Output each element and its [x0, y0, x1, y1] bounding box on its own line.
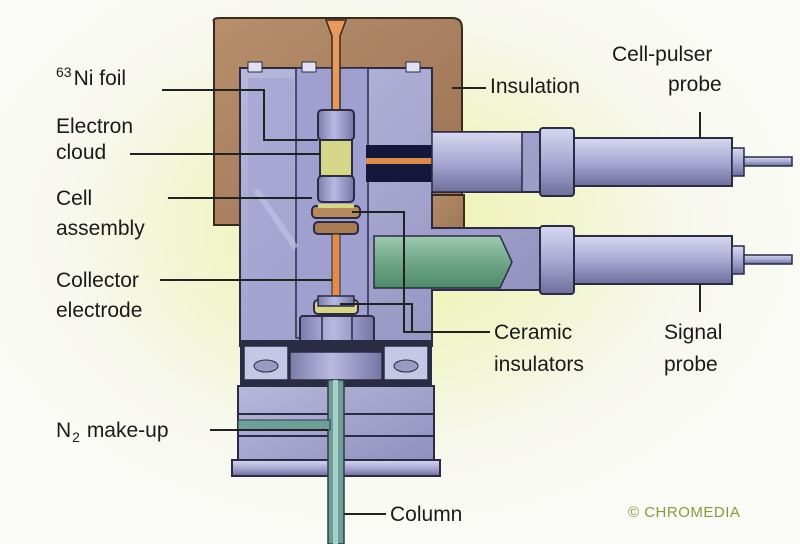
- label-signal-1: Signal: [664, 321, 723, 344]
- label-electron-cloud-2: cloud: [56, 141, 107, 164]
- label-cell-pulser-2: probe: [668, 73, 722, 96]
- label-ceramic-1: Ceramic: [494, 321, 573, 344]
- cell-pulser-probe-fitting: [539, 127, 575, 197]
- ni-foil-text: Ni foil: [73, 67, 127, 90]
- label-ni-foil: 63Ni foil: [56, 64, 127, 93]
- label-ceramic-2: insulators: [494, 353, 584, 376]
- label-collector-2: electrode: [56, 299, 143, 322]
- label-cell-pulser-1: Cell-pulser: [612, 43, 713, 66]
- label-cell-assembly-2: assembly: [56, 217, 145, 240]
- n2-subscript: 2: [72, 429, 80, 445]
- leader-lines: [130, 87, 701, 515]
- label-insulation: Insulation: [490, 75, 580, 98]
- n2-makeup-text: make-up: [86, 419, 169, 442]
- signal-probe-body: [573, 235, 733, 285]
- collector-electrode: [331, 233, 341, 307]
- signal-channel: [373, 235, 513, 289]
- label-column: Column: [390, 503, 463, 526]
- label-collector-1: Collector: [56, 269, 139, 292]
- copyright-text: © CHROMEDIA: [628, 504, 741, 521]
- n2-text: N: [56, 419, 72, 442]
- label-cell-assembly-1: Cell: [56, 187, 93, 210]
- label-electron-cloud-1: Electron: [56, 115, 134, 138]
- signal-probe-fitting: [539, 225, 575, 295]
- ni-foil: [317, 109, 355, 141]
- nut: [299, 315, 375, 343]
- label-n2-makeup: N2 make-up: [56, 418, 169, 445]
- label-signal-2: probe: [664, 353, 718, 376]
- ni-foil-superscript: 63: [56, 64, 72, 80]
- cell-pulser-probe-body: [573, 137, 733, 187]
- electron-cloud-cell: [319, 139, 353, 177]
